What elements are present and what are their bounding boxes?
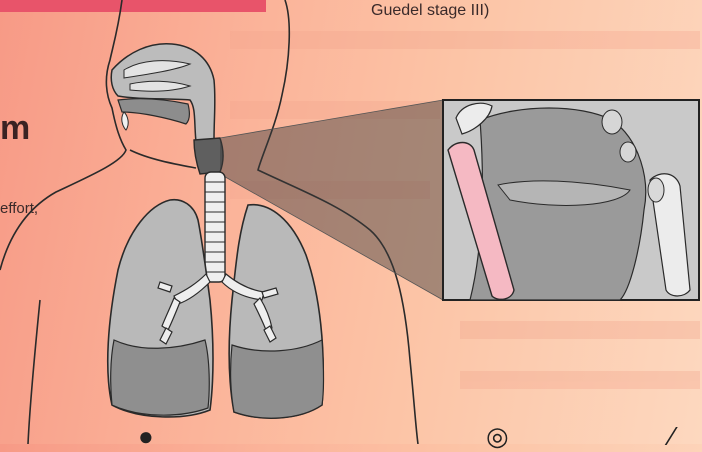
trachea: [205, 172, 225, 282]
larynx-inset: [443, 100, 699, 300]
neck-line: [130, 150, 196, 168]
bottom-icon-partial: ●: [138, 421, 154, 452]
bottom-icon-partial-3: ⁄: [670, 421, 674, 452]
left-lung-lower: [111, 340, 210, 415]
bottom-icon-partial-2: ◎: [486, 421, 509, 452]
nasal-cavity: [111, 44, 215, 142]
larynx: [194, 138, 223, 174]
right-lung-lower: [231, 340, 324, 418]
